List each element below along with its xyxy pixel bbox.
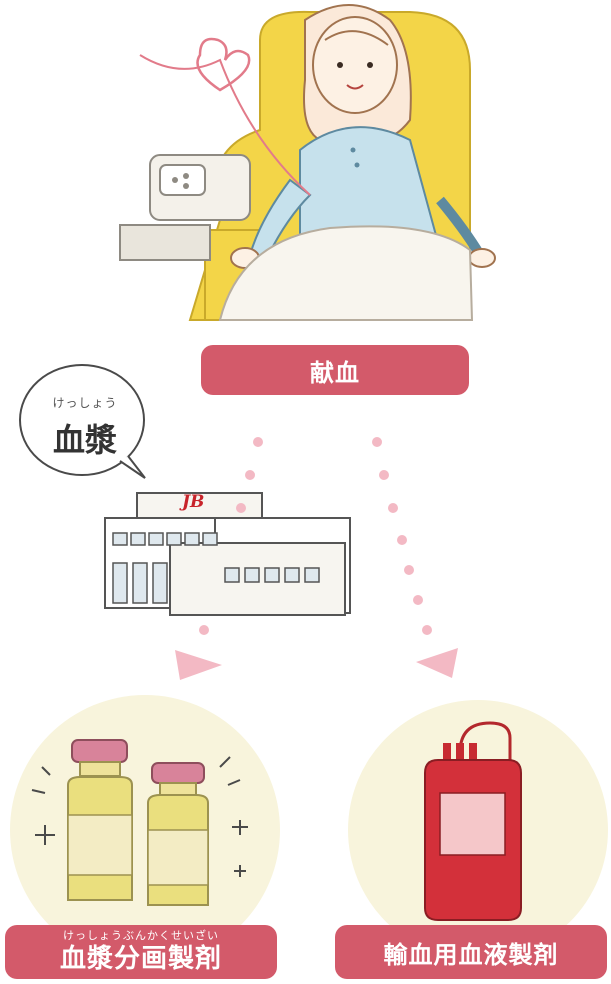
bubble-ruby: けっしょう xyxy=(52,396,118,410)
blood-donation-illustration xyxy=(119,4,496,321)
factory-illustration xyxy=(104,492,351,616)
flow-arrows xyxy=(175,437,458,680)
plasma-product-ruby: けっしょうぶんかくせいざい xyxy=(63,929,219,942)
speech-bubble xyxy=(19,364,146,479)
donation-label: 献血 xyxy=(201,345,469,395)
plasma-product-label: 血漿分画製剤 xyxy=(5,925,277,979)
transfusion-product-illustration xyxy=(348,700,608,948)
bubble-text: 血漿 xyxy=(52,421,117,459)
transfusion-product-label: 輸血用血液製剤 xyxy=(335,925,607,979)
plasma-product-illustration xyxy=(10,695,280,945)
factory-logo: JB xyxy=(182,492,205,512)
